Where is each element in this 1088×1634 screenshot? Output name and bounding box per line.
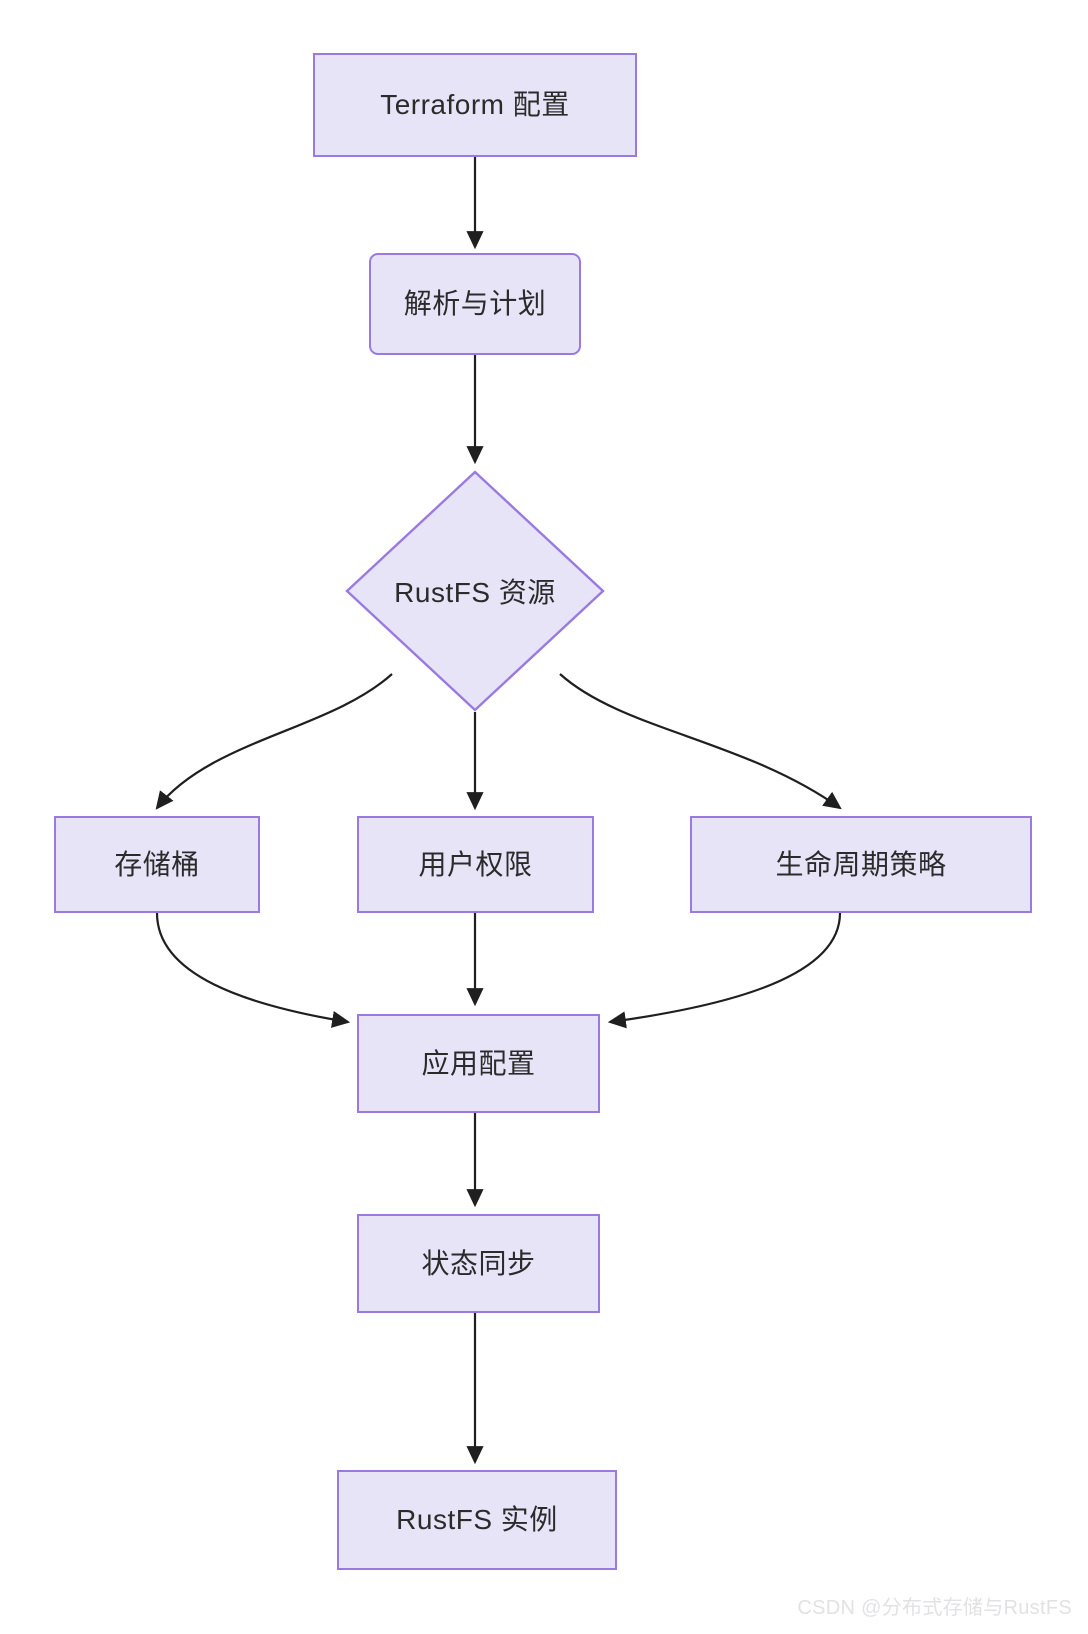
watermark: CSDN @分布式存储与RustFS <box>797 1597 1072 1619</box>
node-rustfs-resource[interactable]: RustFS 资源 <box>345 470 605 712</box>
node-rustfs-instance[interactable]: RustFS 实例 <box>337 1470 617 1570</box>
node-bucket[interactable]: 存储桶 <box>54 816 260 913</box>
node-user-permission[interactable]: 用户权限 <box>357 816 594 913</box>
node-apply-config-label: 应用配置 <box>421 1047 536 1079</box>
node-apply-config[interactable]: 应用配置 <box>357 1014 600 1113</box>
node-user-permission-label: 用户权限 <box>418 848 533 880</box>
node-bucket-label: 存储桶 <box>114 848 200 880</box>
edge-bucket-to-apply-config <box>155 912 351 1028</box>
node-parse-plan[interactable]: 解析与计划 <box>369 253 581 355</box>
node-state-sync[interactable]: 状态同步 <box>357 1214 600 1313</box>
node-terraform-config[interactable]: Terraform 配置 <box>313 53 637 157</box>
edge-lifecycle-policy-to-apply-config <box>607 912 842 1029</box>
node-lifecycle-policy[interactable]: 生命周期策略 <box>690 816 1032 913</box>
node-terraform-config-label: Terraform 配置 <box>380 89 570 121</box>
node-lifecycle-policy-label: 生命周期策略 <box>775 848 947 880</box>
node-rustfs-resource-label: RustFS 资源 <box>394 577 556 608</box>
node-rustfs-instance-label: RustFS 实例 <box>396 1504 558 1536</box>
diamond-shape <box>345 470 605 712</box>
node-state-sync-label: 状态同步 <box>421 1247 536 1279</box>
node-parse-plan-label: 解析与计划 <box>403 288 547 320</box>
